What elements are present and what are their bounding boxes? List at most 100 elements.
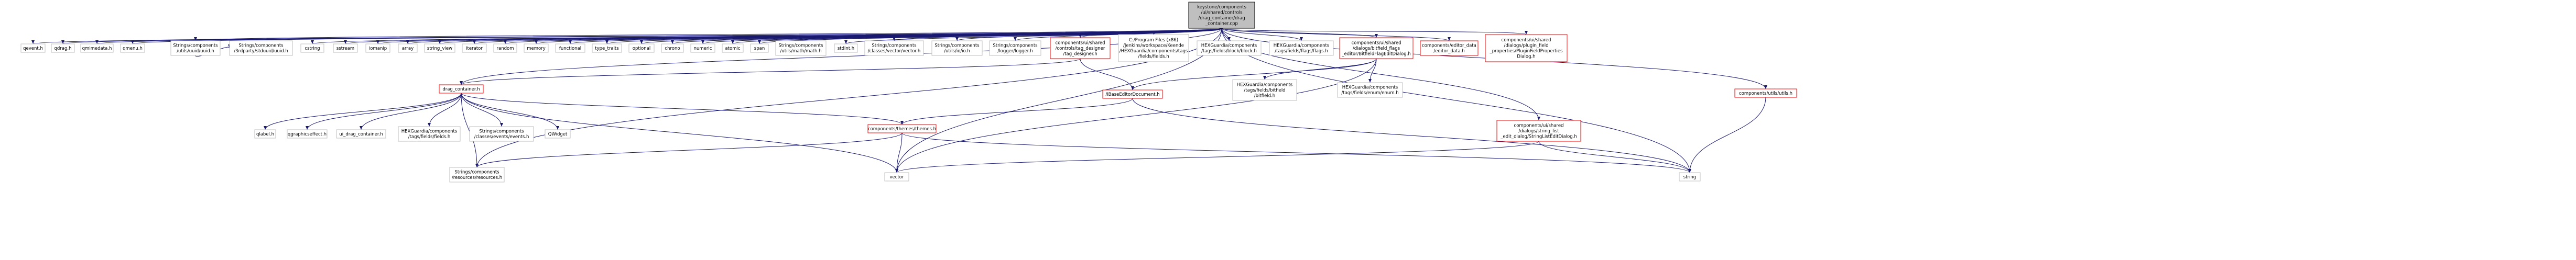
node-optional[interactable]: optional: [628, 43, 655, 53]
node-label-line: Strings/components: [238, 43, 284, 49]
node-hexfieldsh[interactable]: HEXGuardia/components/tags/fields/fields…: [398, 126, 461, 142]
node-stringsio[interactable]: Strings/components/utils/io/io.h: [931, 40, 983, 56]
node-box: [1188, 2, 1255, 29]
node-label-line: HEXGuardia/components: [401, 129, 458, 134]
node-sstream[interactable]: sstream: [333, 43, 358, 53]
edge-root-to-tagdesigner: [1079, 28, 1222, 38]
node-box: [989, 40, 1041, 56]
node-themesh[interactable]: components/themes/themes.h: [867, 124, 937, 133]
node-qdrag[interactable]: qdrag.h: [51, 43, 75, 53]
node-atomic[interactable]: atomic: [722, 43, 744, 53]
node-box: [1337, 82, 1403, 98]
node-box: [1485, 34, 1568, 62]
node-uidragcontainer[interactable]: ui_drag_container.h: [336, 129, 386, 139]
node-bitfieldh[interactable]: HEXGuardia/components/tags/fields/bitfie…: [1232, 79, 1297, 101]
node-pluginfielddialog[interactable]: components/ui/shared/dialogs/plugin_fiel…: [1485, 34, 1568, 62]
node-ibaseeditor[interactable]: /IBaseEditorDocument.h: [1102, 89, 1163, 99]
node-label-line: components/ui/shared: [1056, 40, 1105, 46]
node-array[interactable]: array: [398, 43, 418, 53]
node-fieldsh[interactable]: C:/Program Files (x86)/Jenkins/workspace…: [1118, 34, 1189, 62]
edge-bitfieldflagdialog-to-bitfieldh: [1263, 58, 1377, 80]
node-label-line: /logger/logger.h: [997, 49, 1032, 54]
node-box: [51, 43, 75, 53]
node-box: [1118, 34, 1189, 62]
edge-root-to-stringsvector: [893, 28, 1222, 41]
node-stringsmath[interactable]: Strings/components/utils/math/math.h: [775, 40, 827, 56]
node-thirdpartyuuid[interactable]: Strings/components/3rdparty/stduuid/uuid…: [229, 40, 293, 56]
node-box: [524, 43, 549, 53]
node-dragcontainer[interactable]: drag_container.h: [439, 84, 484, 94]
node-label-line: qdrag.h: [55, 46, 72, 51]
node-label-line: /classes/events/events.h: [474, 134, 529, 140]
node-box: [1339, 37, 1414, 59]
node-vector[interactable]: vector: [884, 172, 909, 182]
node-label-line: keystone/components: [1197, 5, 1246, 10]
node-stringsuuid[interactable]: Strings/components/utils/uuid/uuid.h: [170, 40, 221, 56]
node-box: [333, 43, 358, 53]
edge-utilsh-to-string: [1688, 97, 1766, 173]
node-label-line: /fields/fields.h: [1138, 54, 1169, 60]
node-box: [449, 167, 505, 183]
edge-dragcontainer-to-hexfieldsh: [428, 93, 462, 127]
node-qwidget[interactable]: QWidget: [545, 129, 571, 139]
node-blockh[interactable]: HEXGuardia/components/tags/fields/block/…: [1197, 40, 1262, 56]
node-iomanip[interactable]: iomanip: [365, 43, 390, 53]
node-span[interactable]: span: [750, 43, 769, 53]
node-label-line: chrono: [665, 46, 680, 51]
node-utilsh[interactable]: components/utils/utils.h: [1734, 88, 1797, 98]
node-functional[interactable]: functional: [555, 43, 585, 53]
node-box: [1734, 88, 1797, 98]
node-tagdesigner[interactable]: components/ui/shared/controls/tag_design…: [1050, 37, 1111, 59]
node-label-line: components/editor_data: [1422, 43, 1476, 49]
node-numeric[interactable]: numeric: [690, 43, 715, 53]
node-label-line: C:/Program Files (x86): [1129, 38, 1178, 43]
edge-ibaseeditor-to-themesh: [900, 98, 1133, 125]
node-cstring[interactable]: cstring: [300, 43, 324, 53]
node-string_view[interactable]: string_view: [424, 43, 455, 53]
node-box: [120, 43, 145, 53]
node-memory[interactable]: memory: [524, 43, 549, 53]
node-label-line: _edit_dialog/StringListEditDialog.h: [1500, 134, 1577, 139]
node-label-line: /tags/fields/flags/flags.h: [1275, 49, 1328, 54]
node-resourcesh[interactable]: Strings/components/resources/resources.h: [449, 167, 505, 183]
edge-themesh-to-vector: [895, 132, 903, 173]
node-label-line: Strings/components: [934, 43, 980, 49]
node-label-line: components/ui/shared: [1514, 123, 1564, 128]
edge-bitfieldflagdialog-to-ibaseeditor: [1131, 58, 1377, 91]
node-flagsh[interactable]: HEXGuardia/components/tags/fields/flags/…: [1269, 40, 1334, 56]
node-box: [1420, 40, 1479, 56]
node-stdint[interactable]: stdint.h: [834, 43, 858, 53]
node-box: [722, 43, 744, 53]
node-box: [80, 43, 114, 53]
edge-dragcontainer-to-eventsh: [461, 93, 503, 127]
node-label-line: Strings/components: [479, 129, 524, 134]
node-eventsh[interactable]: Strings/components/classes/events/events…: [469, 126, 534, 142]
node-qmenu[interactable]: qmenu.h: [120, 43, 145, 53]
node-type_traits[interactable]: type_traits: [592, 43, 622, 53]
node-chrono[interactable]: chrono: [661, 43, 684, 53]
node-label-line: string: [1683, 175, 1696, 180]
node-box: [336, 129, 386, 139]
node-qmimedata[interactable]: qmimedata.h: [80, 43, 114, 53]
node-label-line: components/utils/utils.h: [1739, 91, 1792, 96]
node-box: [834, 43, 858, 53]
node-qlabel[interactable]: qlabel.h: [254, 129, 276, 139]
node-box: [20, 43, 46, 53]
node-label-line: _properties/PluginFieldProperties: [1489, 49, 1563, 54]
node-label-line: iomanip: [369, 46, 387, 51]
node-stringlistedit[interactable]: components/ui/shared/dialogs/string_list…: [1496, 120, 1581, 142]
node-label-line: qevent.h: [23, 46, 43, 51]
node-iterator[interactable]: iterator: [462, 43, 487, 53]
node-label-line: vector: [890, 175, 904, 180]
node-qgraphicseffect[interactable]: qgraphicseffect.h: [287, 129, 328, 139]
node-string[interactable]: string: [1679, 172, 1701, 182]
edge-root-to-editordata: [1221, 28, 1451, 41]
node-qevent[interactable]: qevent.h: [20, 43, 46, 53]
edge-ibaseeditor-to-string: [1132, 98, 1691, 173]
node-enumh[interactable]: HEXGuardia/components/tags/fields/enum/e…: [1337, 82, 1403, 98]
node-stringsvector[interactable]: Strings/components/classes/vector/vector…: [864, 40, 924, 56]
node-stringslogger[interactable]: Strings/components/logger/logger.h: [989, 40, 1041, 56]
node-random[interactable]: random: [493, 43, 517, 53]
node-bitfieldflagdialog[interactable]: components/ui/shared/dialogs/bitfield_fl…: [1339, 37, 1414, 59]
node-editordata[interactable]: components/editor_data/editor_data.h: [1420, 40, 1479, 56]
